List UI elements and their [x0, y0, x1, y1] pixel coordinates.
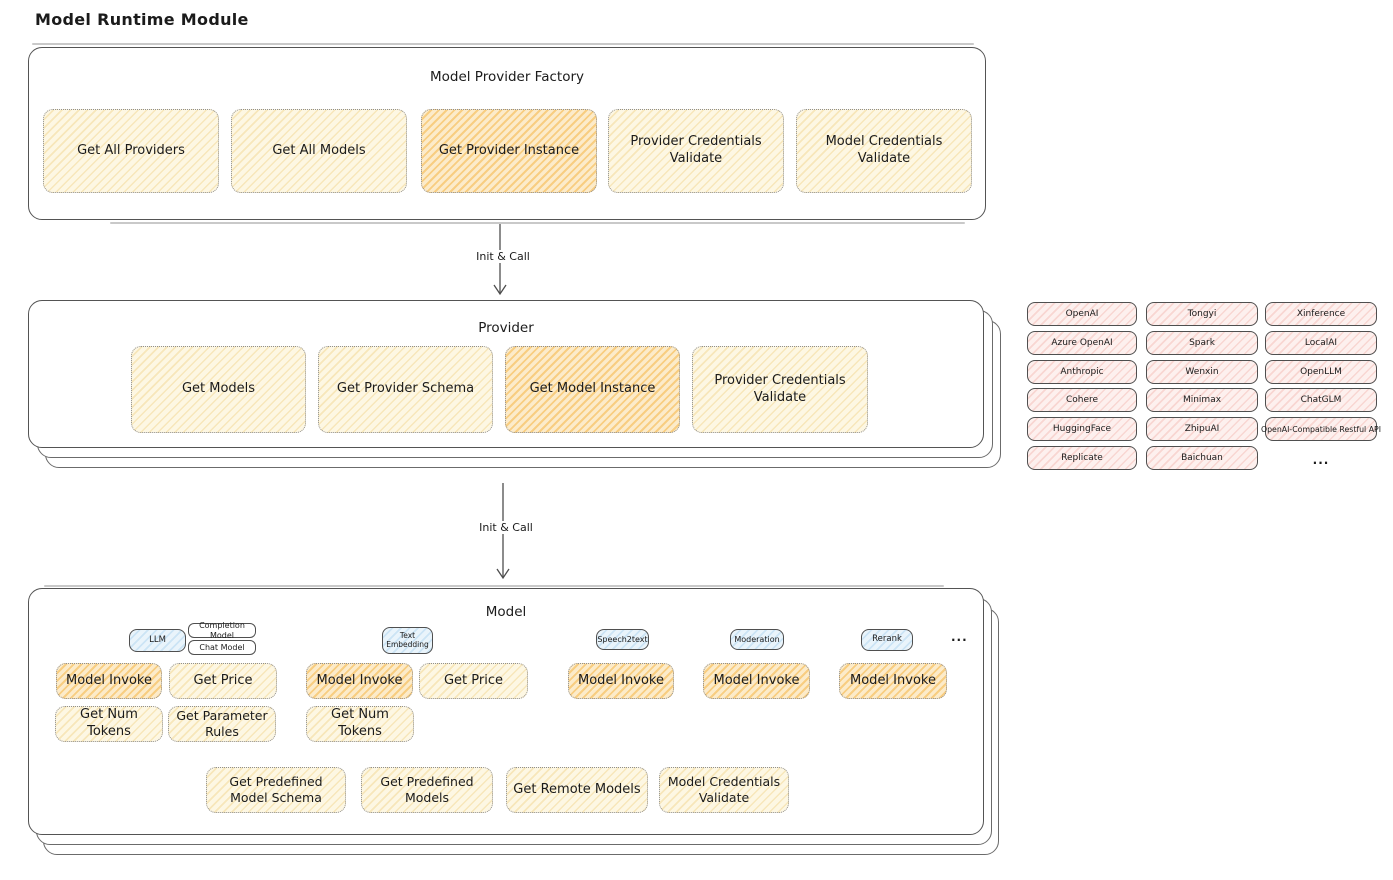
provider-chip: OpenAI	[1027, 302, 1137, 326]
provider-chip: Anthropic	[1027, 360, 1137, 384]
provider-chip: Azure OpenAI	[1027, 331, 1137, 355]
get-num-tokens-box: Get Num Tokens	[55, 706, 163, 742]
provider-chip: Cohere	[1027, 388, 1137, 412]
provider-chip: OpenAI-Compatible Restful API	[1261, 417, 1381, 441]
model-credentials-validate-box: Model Credentials Validate	[659, 767, 789, 813]
provider-chip: ZhipuAI	[1146, 417, 1258, 441]
model-invoke-box: Model Invoke	[56, 663, 162, 699]
stacked-layer-edge	[44, 585, 944, 587]
get-predefined-models-box: Get Predefined Models	[361, 767, 493, 813]
provider-chip: Replicate	[1027, 446, 1137, 470]
get-remote-models-box: Get Remote Models	[506, 767, 648, 813]
provider-chip: HuggingFace	[1027, 417, 1137, 441]
model-invoke-box: Model Invoke	[703, 663, 810, 699]
provider-chip: LocalAI	[1265, 331, 1377, 355]
llm-tag: LLM	[129, 629, 186, 652]
model-title: Model	[485, 604, 527, 620]
get-price-box: Get Price	[419, 663, 528, 699]
get-num-tokens-box: Get Num Tokens	[306, 706, 414, 742]
get-parameter-rules-box: Get Parameter Rules	[168, 706, 276, 742]
provider-chip: ChatGLM	[1265, 388, 1377, 412]
provider-panel: Provider Get Models Get Provider Schema …	[28, 300, 984, 448]
moderation-tag: Moderation	[730, 629, 784, 650]
page-title: Model Runtime Module	[35, 10, 249, 29]
init-call-label-2: Init & Call	[458, 521, 554, 534]
more-model-types-ellipsis: ...	[951, 630, 968, 644]
get-all-providers-box: Get All Providers	[43, 109, 219, 193]
text-embedding-tag: Text Embedding	[382, 627, 433, 654]
provider-chip: Wenxin	[1146, 360, 1258, 384]
get-provider-schema-box: Get Provider Schema	[318, 346, 493, 433]
provider-credentials-validate-box: Provider Credentials Validate	[692, 346, 868, 433]
provider-chip: Xinference	[1265, 302, 1377, 326]
provider-chip: Tongyi	[1146, 302, 1258, 326]
provider-chip: Spark	[1146, 331, 1258, 355]
completion-model-tag: Completion Model	[188, 621, 256, 640]
speech2text-tag: Speech2text	[596, 629, 649, 650]
get-predefined-model-schema-box: Get Predefined Model Schema	[206, 767, 346, 813]
get-model-instance-box: Get Model Instance	[505, 346, 680, 433]
more-providers-ellipsis: ...	[1312, 453, 1330, 467]
model-invoke-box: Model Invoke	[306, 663, 413, 699]
get-models-box: Get Models	[131, 346, 306, 433]
provider-chip: Baichuan	[1146, 446, 1258, 470]
provider-chip: OpenLLM	[1265, 360, 1377, 384]
supported-providers-list: OpenAI Tongyi Xinference Azure OpenAI Sp…	[1027, 302, 1381, 472]
rerank-tag: Rerank	[861, 629, 913, 651]
model-panel: Model LLM Completion Model Chat Model Te…	[28, 588, 984, 835]
provider-title: Provider	[478, 320, 534, 336]
stacked-layer-edge	[32, 43, 974, 45]
provider-chip: Minimax	[1146, 388, 1258, 412]
get-all-models-box: Get All Models	[231, 109, 407, 193]
provider-credentials-validate-box: Provider Credentials Validate	[608, 109, 784, 193]
model-credentials-validate-box: Model Credentials Validate	[796, 109, 972, 193]
model-invoke-box: Model Invoke	[839, 663, 947, 699]
model-provider-factory-panel: Model Provider Factory Get All Providers…	[28, 47, 986, 220]
stacked-layer-edge	[110, 222, 965, 224]
get-provider-instance-box: Get Provider Instance	[421, 109, 597, 193]
init-call-label-1: Init & Call	[455, 250, 551, 263]
model-invoke-box: Model Invoke	[568, 663, 674, 699]
factory-title: Model Provider Factory	[429, 69, 584, 85]
chat-model-tag: Chat Model	[188, 640, 256, 655]
get-price-box: Get Price	[169, 663, 277, 699]
